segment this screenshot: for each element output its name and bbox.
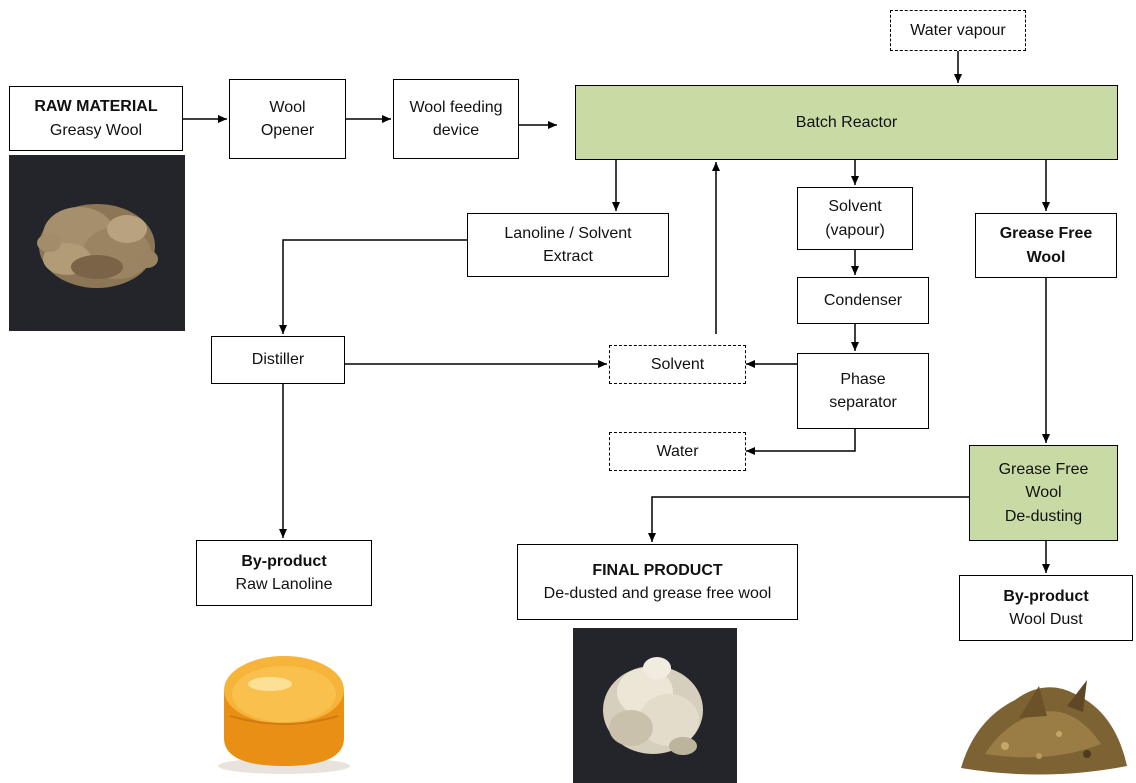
water-label: Water (656, 442, 699, 460)
raw-material-label: Greasy Wool (49, 121, 143, 139)
grease-free-wool-box: Grease Free Wool (975, 213, 1117, 278)
distiller-label: Distiller (251, 351, 305, 369)
dedusting-line1: Grease Free (998, 461, 1089, 479)
distiller-box: Distiller (211, 336, 345, 384)
wool-feeding-box: Wool feeding device (393, 79, 519, 159)
dedusting-line2: Wool (1025, 484, 1062, 502)
arrow-separator-to-water (746, 429, 856, 455)
solvent-vapour-line2: (vapour) (825, 221, 885, 239)
greasy-wool-photo (9, 155, 185, 331)
wool-dust-label: Wool Dust (1009, 611, 1083, 628)
dedusting-line3: De-dusting (1004, 507, 1083, 525)
lanoline-extract-box: Lanoline / Solvent Extract (467, 213, 669, 277)
phase-separator-box: Phase separator (797, 353, 929, 429)
final-product-title: FINAL PRODUCT (592, 561, 723, 579)
phase-separator-line1: Phase (840, 370, 886, 388)
phase-separator-line2: separator (829, 394, 897, 411)
raw-material-title: RAW MATERIAL (34, 98, 158, 116)
water-vapour-label: Water vapour (910, 21, 1006, 39)
solvent-label: Solvent (650, 355, 705, 373)
condenser-label: Condenser (823, 291, 903, 309)
wool-opener-line2: Opener (260, 122, 315, 139)
batch-reactor-box: Batch Reactor (575, 85, 1118, 160)
wool-opener-line1: Wool (269, 98, 306, 116)
raw-lanoline-label: Raw Lanoline (235, 576, 333, 593)
arrow-dedusting-to-final (648, 496, 969, 542)
raw-lanoline-box: By-product Raw Lanoline (196, 540, 372, 606)
batch-reactor-label: Batch Reactor (795, 113, 898, 131)
arrow-extract-to-distiller (279, 239, 467, 334)
wool-opener-box: Wool Opener (229, 79, 346, 159)
clean-wool-photo (573, 628, 737, 783)
water-box: Water (609, 432, 746, 471)
solvent-vapour-line1: Solvent (828, 198, 882, 216)
raw-lanoline-title: By-product (241, 552, 327, 570)
wool-dust-box: By-product Wool Dust (959, 575, 1133, 641)
condenser-box: Condenser (797, 277, 929, 324)
grease-free-wool-line1: Grease Free (999, 225, 1093, 243)
lanoline-extract-line1: Lanoline / Solvent (504, 224, 632, 242)
solvent-box: Solvent (609, 345, 746, 384)
lanoline-jar-photo (210, 620, 358, 778)
lanoline-extract-line2: Extract (543, 248, 593, 265)
dedusting-box: Grease Free Wool De-dusting (969, 445, 1118, 541)
grease-free-wool-line2: Wool (1026, 248, 1066, 266)
wool-feeding-line1: Wool feeding (409, 98, 503, 116)
raw-material-box: RAW MATERIAL Greasy Wool (9, 86, 183, 151)
final-product-box: FINAL PRODUCT De-dusted and grease free … (517, 544, 798, 620)
water-vapour-box: Water vapour (890, 10, 1026, 51)
final-product-label: De-dusted and grease free wool (543, 585, 772, 602)
wool-feeding-line2: device (432, 122, 480, 139)
wool-dust-title: By-product (1003, 587, 1089, 605)
wool-dust-photo (955, 660, 1133, 780)
solvent-vapour-box: Solvent (vapour) (797, 187, 913, 250)
